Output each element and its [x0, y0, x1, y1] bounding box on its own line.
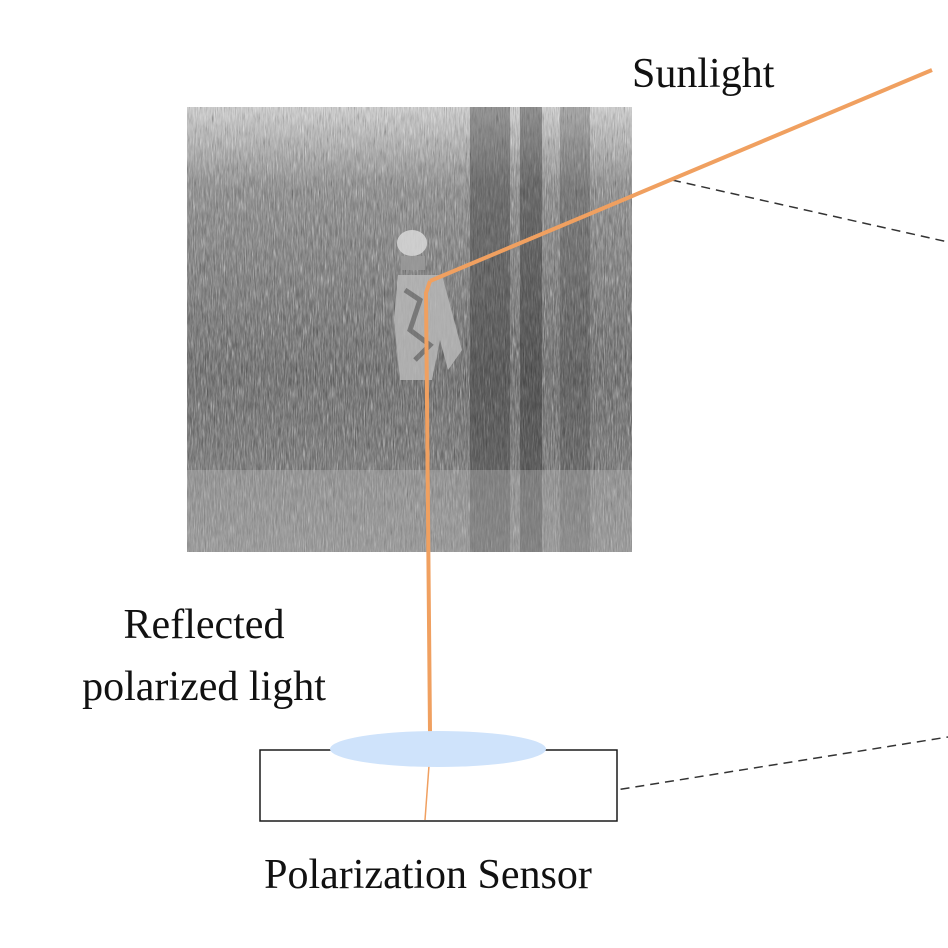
sunlight-ray	[429, 68, 933, 283]
scene-photo	[187, 107, 632, 552]
dashed-guide-top	[671, 179, 948, 243]
sensor-lens	[330, 731, 546, 767]
reflected-label-line1: Reflected	[124, 602, 285, 648]
sensor-label: Polarization Sensor	[264, 852, 592, 898]
reflected-label-line2: polarized light	[82, 664, 326, 710]
dashed-guide-bottom	[427, 736, 948, 821]
reflected-ray	[423, 280, 432, 733]
sunlight-label: Sunlight	[632, 51, 775, 97]
